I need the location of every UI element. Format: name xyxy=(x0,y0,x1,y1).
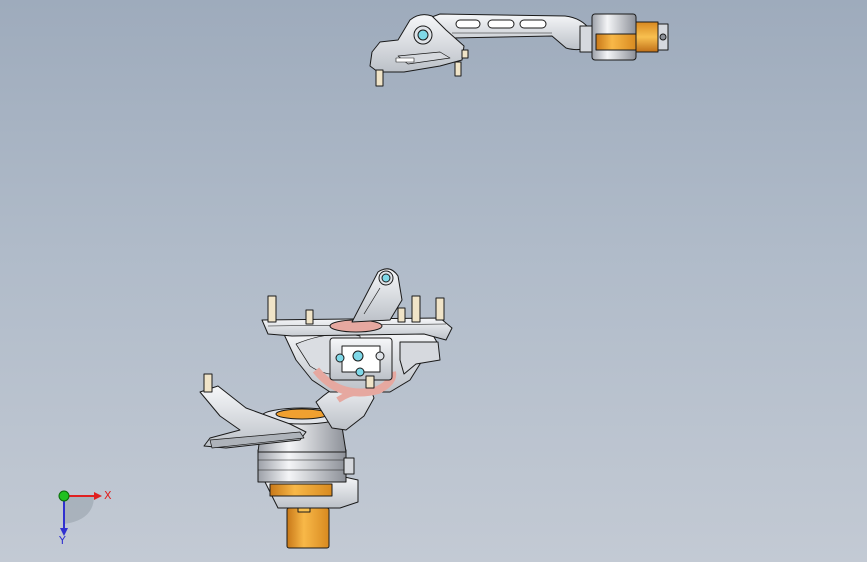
x-axis-label: X xyxy=(104,489,112,502)
base-motor xyxy=(257,449,347,483)
base-shaft xyxy=(286,507,330,549)
left-bracket xyxy=(199,385,307,449)
coordinate-triad: X Y xyxy=(58,489,112,547)
z-axis-arrow xyxy=(60,528,68,536)
triad-shadow xyxy=(64,496,94,524)
wrist-motor xyxy=(579,13,669,61)
x-axis-arrow xyxy=(94,492,102,500)
forearm-assembly[interactable] xyxy=(369,13,669,87)
shoulder-arm xyxy=(351,268,403,323)
y-axis-dot xyxy=(58,490,70,502)
base-assembly[interactable] xyxy=(199,268,453,549)
y-axis-label: Y xyxy=(58,534,66,547)
